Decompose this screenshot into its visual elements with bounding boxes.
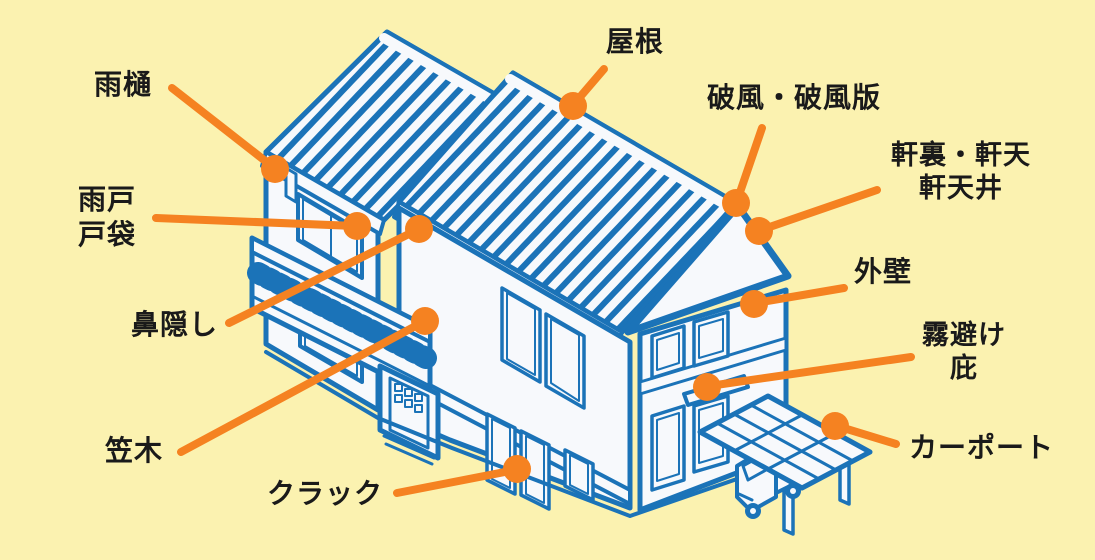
callout-line-kiriyoke <box>705 353 915 390</box>
label-kiriyoke-line1: 霧避け <box>922 320 1006 350</box>
label-kurakku: クラック <box>267 478 384 509</box>
callout-line-amadoi <box>168 84 277 171</box>
label-amado-tobukuro: 雨戸 戸袋 <box>78 182 136 252</box>
label-yane: 屋根 <box>606 26 665 57</box>
label-nokiura-line2: 軒天井 <box>919 173 1003 203</box>
callout-dot-gaiheki <box>740 290 768 318</box>
callout-line-amado <box>152 214 359 230</box>
label-gaiheki: 外壁 <box>854 256 913 287</box>
label-kasagi: 笠木 <box>105 435 164 466</box>
callout-dot-hanakakushi <box>405 215 433 243</box>
callout-line-hafu <box>733 124 766 205</box>
balcony <box>247 235 437 401</box>
foundation-line <box>264 350 788 518</box>
callout-line-gaiheki <box>752 284 848 307</box>
callout-line-kasagi <box>177 318 427 456</box>
front-2f-door-2 <box>544 312 586 410</box>
carport-roof <box>697 393 873 491</box>
front-1f-window-1 <box>485 412 517 496</box>
label-kiriyoke: 霧避け 庇 <box>912 319 1016 385</box>
label-nokiura-line1: 軒裏・軒天 <box>891 140 1031 170</box>
callout-line-kurakku <box>393 466 519 497</box>
callout-dot-nokiura <box>745 217 773 245</box>
right-2f-window-b <box>692 310 730 368</box>
balcony-slats <box>247 262 437 369</box>
callout-dot-hafu <box>722 189 750 217</box>
callout-dot-amado <box>343 212 371 240</box>
entrance-step-2 <box>384 442 434 466</box>
label-hanakakushi: 鼻隠し <box>131 309 219 340</box>
front-2f-door-1 <box>500 286 542 384</box>
callout-dot-kurakku <box>503 455 531 483</box>
entrance-door-grid <box>394 383 423 413</box>
right-2f-window-a <box>650 324 686 380</box>
balcony-coping <box>250 236 432 344</box>
callout-dot-yane <box>559 92 587 120</box>
label-amadoi: 雨樋 <box>94 69 153 100</box>
gutter-downpipe <box>284 166 298 204</box>
callout-dot-kasagi <box>411 307 439 335</box>
callout-line-nokiura <box>757 186 881 234</box>
callout-line-hanakakushi <box>225 226 421 327</box>
front-wall <box>396 205 633 511</box>
label-nokiura: 軒裏・軒天 軒天井 <box>885 139 1037 205</box>
callout-dot-carport <box>821 412 849 440</box>
right-1f-window-c <box>650 404 686 492</box>
callout-dot-amadoi <box>261 155 289 183</box>
label-hafu: 破風・破風版 <box>707 82 882 113</box>
carport <box>697 393 873 536</box>
label-amado-line2: 戸袋 <box>78 219 137 250</box>
entrance-step-1 <box>382 434 436 460</box>
label-amado-line1: 雨戸 <box>78 184 137 215</box>
label-kiriyoke-line2: 庇 <box>950 353 978 383</box>
callout-dot-kiriyoke <box>693 373 721 401</box>
callout-lines <box>152 65 915 497</box>
label-carport: カーポート <box>909 432 1055 463</box>
right-wall-belt <box>638 336 788 396</box>
callout-dots <box>261 92 849 483</box>
roof-left-wing <box>263 29 508 223</box>
